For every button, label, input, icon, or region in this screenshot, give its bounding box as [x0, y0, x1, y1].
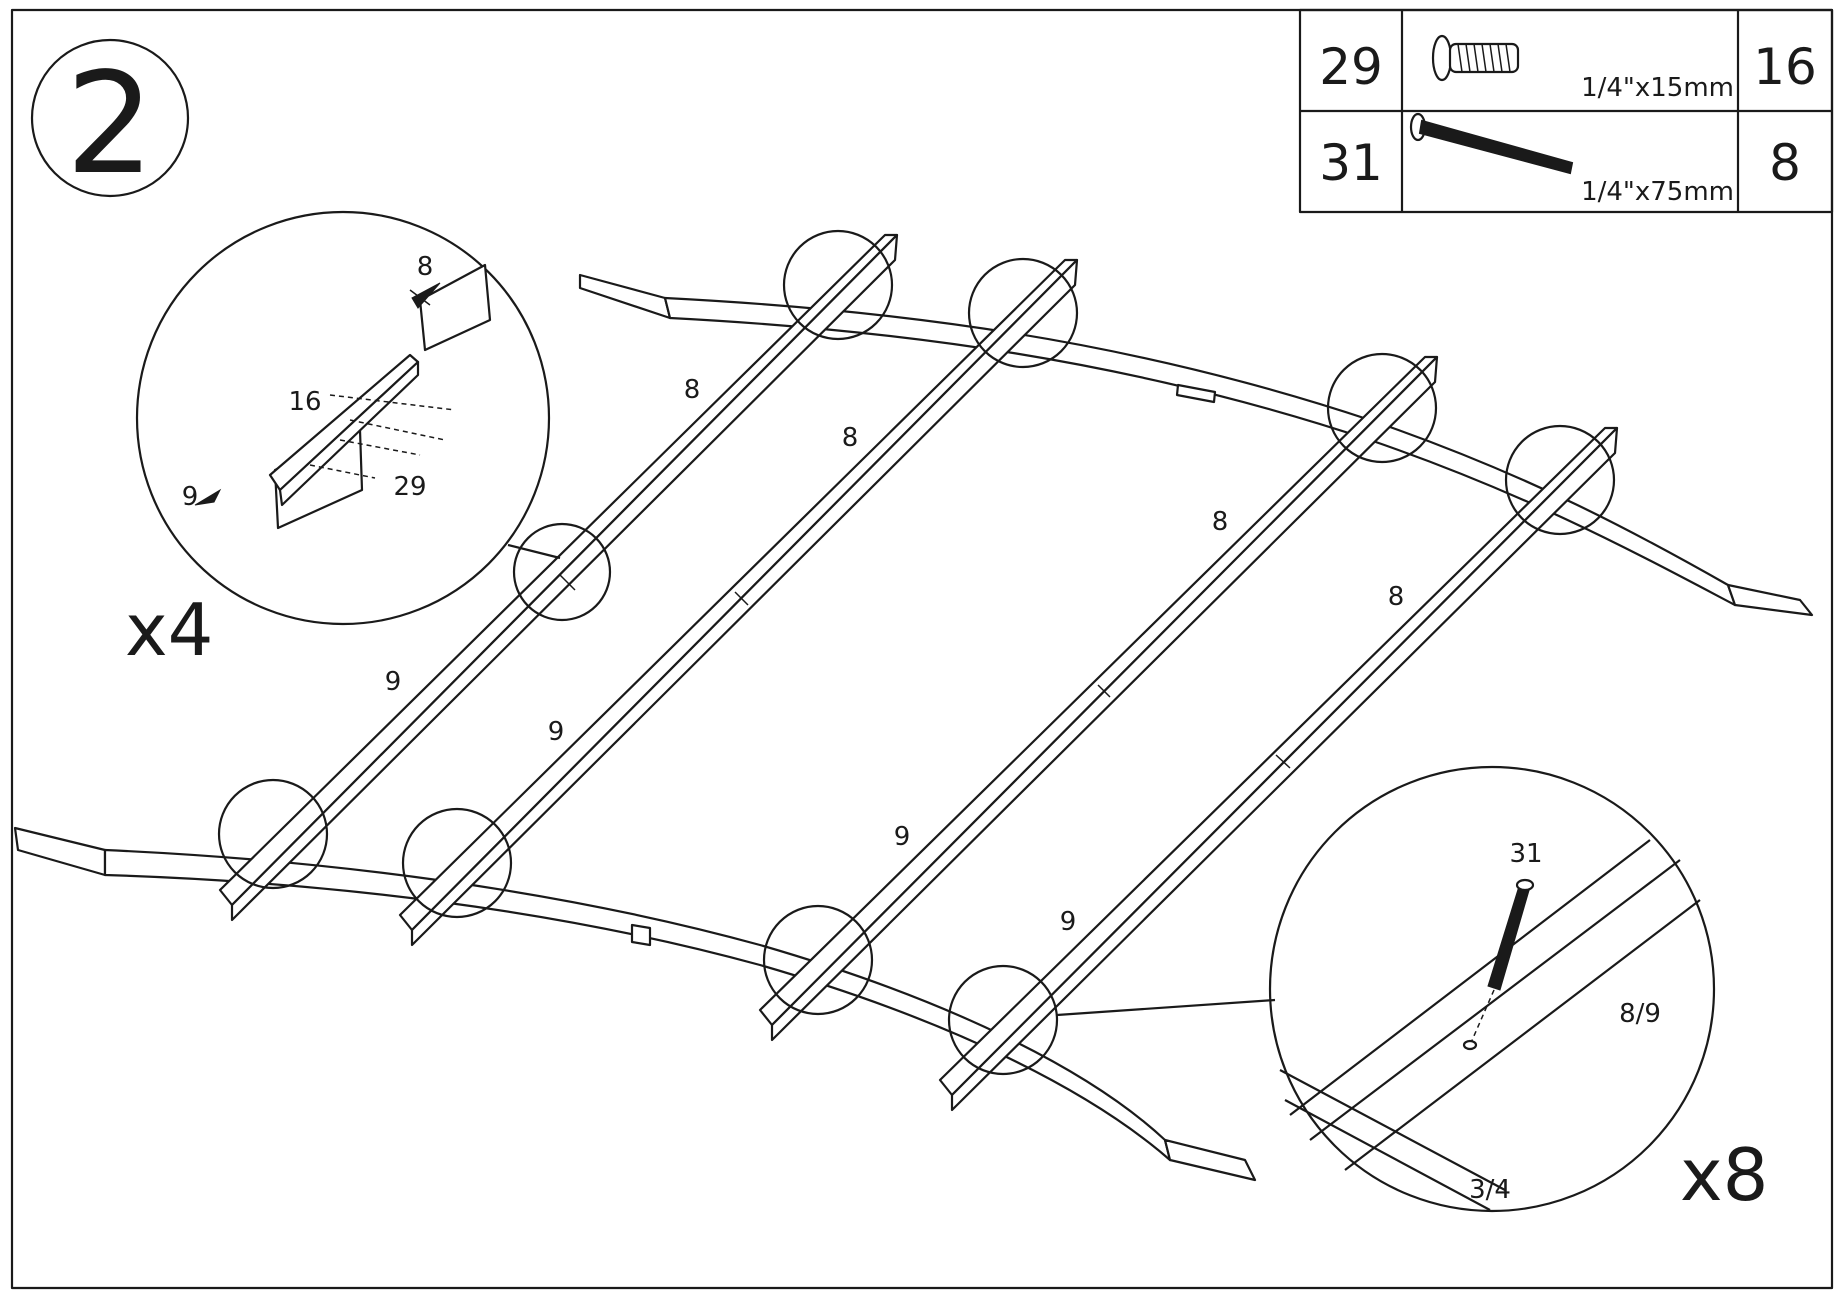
detail-circle: [1268, 765, 1716, 1213]
side-rail-front: [13, 826, 1257, 1182]
joint-circle: [1504, 424, 1616, 536]
splice-circle: [512, 522, 612, 622]
bolt-spec: 1/4"x75mm: [1581, 177, 1734, 207]
joint-circle: [782, 229, 894, 341]
hardware-table: 29 1/4"x15mm 16 31 1/4"x75mm 8: [1298, 8, 1834, 214]
rail-label: 8: [842, 423, 859, 453]
bolt-quantity: 16: [1753, 38, 1817, 96]
detail-label: 8/9: [1619, 999, 1661, 1029]
table-row: 29 1/4"x15mm 16: [1319, 34, 1817, 103]
center-bracket: [630, 923, 652, 947]
rail-label: 9: [1060, 907, 1077, 937]
rail-label: 8: [1212, 507, 1229, 537]
callout-leader: [1056, 998, 1276, 1017]
joint-detail: 31 8/9 3/4 x8: [1056, 765, 1768, 1217]
detail-multiplier: x4: [125, 588, 213, 672]
step-number: 2: [65, 43, 154, 206]
callout-leader: [507, 543, 561, 560]
detail-label: 31: [1509, 839, 1542, 869]
short-bolt-icon: [1431, 34, 1520, 82]
joint-circle: [967, 257, 1079, 369]
rail-edge: [1289, 839, 1701, 1171]
part-number: 31: [1319, 134, 1383, 192]
detail-label: 8: [417, 252, 434, 282]
detail-label: 3/4: [1469, 1175, 1511, 1205]
detail-multiplier: x8: [1680, 1133, 1768, 1217]
table-row: 31 1/4"x75mm 8: [1319, 112, 1801, 207]
joint-circle: [401, 807, 513, 919]
rail-label: 9: [548, 717, 565, 747]
joint-circle: [217, 778, 329, 890]
rail-label: 8: [1388, 582, 1405, 612]
side-rail-back: [578, 273, 1814, 617]
rail-label: 9: [385, 667, 402, 697]
insert-arrow-icon: [194, 488, 222, 506]
detail-label: 9: [182, 482, 199, 512]
cross-rail: [938, 426, 1619, 1112]
cross-rail: [398, 258, 1079, 947]
splice-detail: 8 16 9 29 x4: [125, 210, 561, 672]
rail-label: 8: [684, 375, 701, 405]
detail-circle: [135, 210, 551, 626]
cross-rail: [218, 233, 899, 922]
detail-label: 16: [288, 387, 321, 417]
bolt-spec: 1/4"x15mm: [1581, 73, 1734, 103]
part-number: 29: [1319, 38, 1383, 96]
bolt-quantity: 8: [1769, 134, 1801, 192]
joint-circle: [1326, 352, 1438, 464]
side-rail-edge: [1279, 1069, 1506, 1211]
joint-circle: [947, 964, 1059, 1076]
detail-label: 29: [393, 472, 426, 502]
long-bolt-icon: [1409, 112, 1574, 175]
joint-markers: [217, 229, 1616, 1076]
insert-arrow-icon: [411, 282, 441, 309]
center-bracket: [1175, 383, 1217, 404]
joint-circle: [762, 904, 874, 1016]
step-circle: [30, 38, 190, 198]
page-border: [10, 8, 1834, 1290]
rail-piece-8: [418, 263, 492, 352]
cross-rail: [758, 355, 1439, 1042]
step-badge: 2: [30, 38, 190, 206]
rail-labels: 8 9 8 9 8 9 8 9: [385, 375, 1405, 937]
rail-label: 9: [894, 822, 911, 852]
bolt-hole: [1462, 1039, 1478, 1051]
